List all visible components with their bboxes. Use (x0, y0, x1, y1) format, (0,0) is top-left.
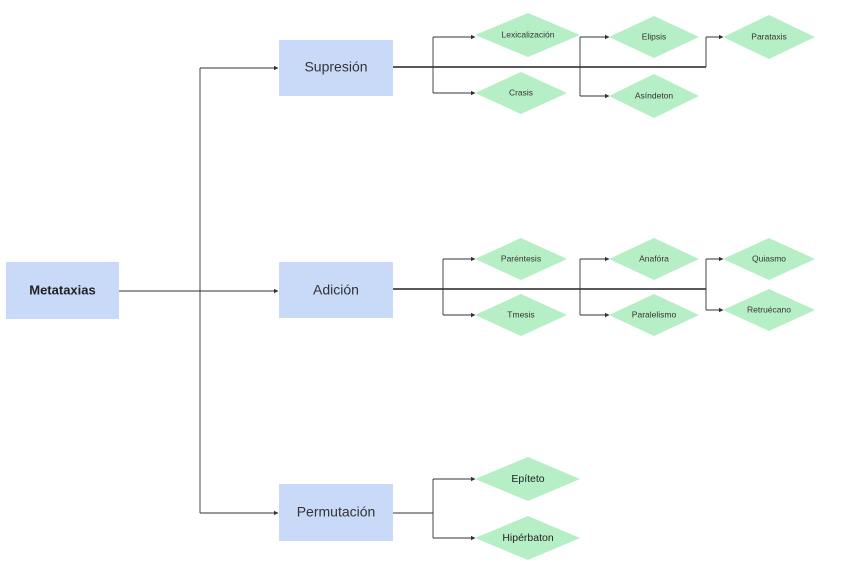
leaf-crasis-label: Crasis (509, 87, 533, 97)
leaf-anafora[interactable]: Anafóra (609, 238, 699, 280)
root-node[interactable]: Metataxias (6, 262, 119, 319)
category-permutacion-label: Permutación (297, 504, 376, 520)
leaf-hiperbaton[interactable]: Hipérbaton (475, 516, 580, 560)
connectors (119, 34, 724, 541)
leaf-tmesis[interactable]: Tmesis (475, 294, 567, 336)
root-label: Metataxias (29, 282, 95, 297)
leaf-lexicalizacion[interactable]: Lexicalización (475, 13, 580, 57)
leaf-parentesis[interactable]: Paréntesis (475, 238, 567, 280)
leaf-parentesis-label: Paréntesis (501, 253, 541, 263)
leaf-anafora-label: Anafóra (639, 253, 669, 263)
leaf-hiperbaton-label: Hipérbaton (502, 532, 554, 544)
leaf-lexicalizacion-label: Lexicalización (502, 29, 555, 39)
leaf-retruecano-label: Retruécano (747, 304, 791, 314)
category-supresion-label: Supresión (304, 59, 367, 75)
leaf-elipsis-label: Elipsis (642, 31, 667, 41)
leaf-retruecano[interactable]: Retruécano (723, 289, 815, 331)
category-adicion-label: Adición (313, 282, 359, 298)
leaf-epiteto[interactable]: Epíteto (475, 457, 580, 501)
leaf-paralelismo-label: Paralelismo (632, 309, 677, 319)
leaf-asindeton-label: Asíndeton (635, 90, 674, 100)
leaf-tmesis-label: Tmesis (507, 309, 534, 319)
category-permutacion[interactable]: Permutación (279, 484, 393, 541)
leaf-crasis[interactable]: Crasis (475, 72, 567, 114)
leaf-asindeton[interactable]: Asíndeton (609, 74, 699, 118)
category-adicion[interactable]: Adición (279, 262, 393, 318)
leaf-parataxis[interactable]: Parataxis (723, 15, 815, 59)
leaf-epiteto-label: Epíteto (511, 473, 544, 485)
leaf-parataxis-label: Parataxis (751, 31, 786, 41)
category-supresion[interactable]: Supresión (279, 40, 393, 96)
leaf-quiasmo[interactable]: Quiasmo (723, 238, 815, 280)
leaf-quiasmo-label: Quiasmo (752, 253, 786, 263)
leaf-paralelismo[interactable]: Paralelismo (609, 294, 699, 336)
leaf-elipsis[interactable]: Elipsis (609, 16, 699, 58)
